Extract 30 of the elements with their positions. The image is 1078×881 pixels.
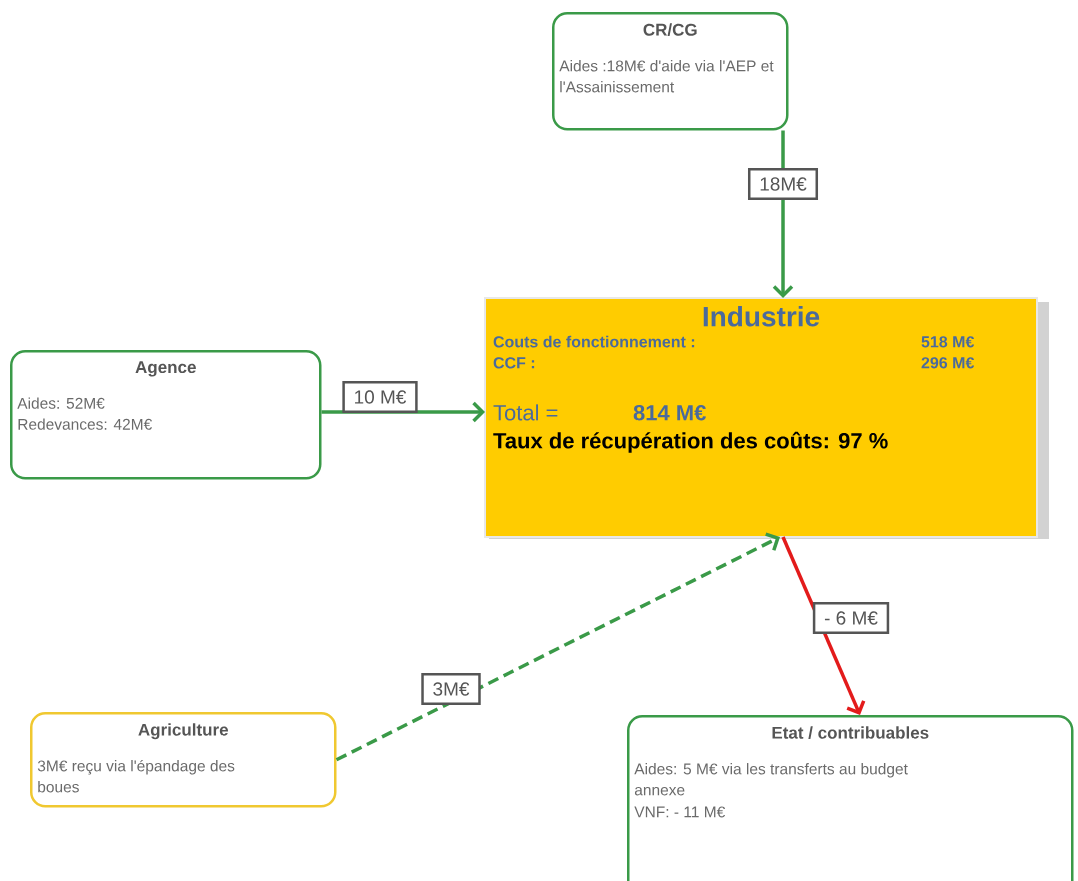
flow-box [30, 712, 337, 808]
edge-label: - 6 M€ [812, 602, 890, 634]
total-value: 814 M€ [633, 404, 706, 421]
flow-box [627, 715, 1074, 881]
arrow [335, 532, 780, 762]
total-label: Total = [493, 404, 558, 421]
node-title: Industrie [703, 306, 820, 327]
cost-label: Couts de fonctionnement : [493, 335, 695, 348]
node-body: Aides :18M€ d'aide via l'AEP et l'Assainissement [559, 60, 774, 93]
node-title: Etat / contribuables [772, 726, 929, 739]
recovery-rate: Taux de récupération des coûts: 97 % [493, 431, 888, 453]
flow-box [10, 350, 322, 480]
arrow [781, 536, 866, 715]
node-body: Aides: 52M€ [17, 397, 105, 409]
cost-label: CCF : [493, 357, 535, 369]
node-title: Agriculture [138, 723, 228, 740]
summary-box [484, 297, 1049, 539]
flow-box [552, 12, 789, 131]
edge-label: 3M€ [421, 673, 481, 705]
node-title: CR/CG [643, 23, 697, 36]
arrow [321, 401, 485, 423]
node-body: Aides: 5 M€ via les transferts au budget annexe [634, 763, 908, 796]
edge-label: 18M€ [748, 168, 818, 200]
edge-label: 10 M€ [342, 381, 418, 413]
node-body: 3M€ reçu via l'épandage des boues [37, 759, 235, 793]
node-body: VNF: - 11 M€ [634, 806, 726, 818]
cost-value: 296 M€ [921, 357, 975, 369]
cost-value: 518 M€ [921, 336, 975, 348]
node-title: Agence [135, 361, 196, 377]
node-body: Redevances: 42M€ [18, 418, 152, 430]
